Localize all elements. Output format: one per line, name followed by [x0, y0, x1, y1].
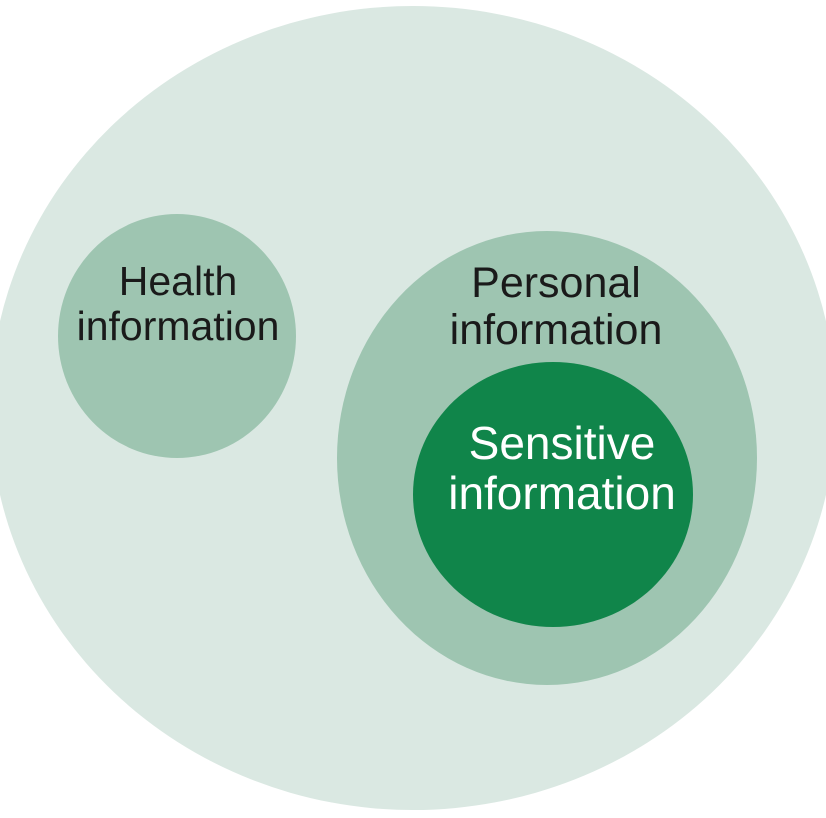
sensitive-label-line2: information — [448, 467, 676, 519]
personal-information-label: Personal information — [450, 260, 663, 354]
health-information-circle — [58, 214, 296, 458]
personal-label-line1: Personal — [471, 259, 641, 307]
sensitive-label-line1: Sensitive — [468, 417, 656, 469]
health-label-line1: Health — [118, 258, 238, 304]
sensitive-information-circle — [413, 362, 693, 627]
health-information-label: Health information — [77, 259, 280, 349]
sensitive-information-label: Sensitive information — [448, 418, 676, 518]
personal-label-line2: information — [449, 306, 663, 354]
health-label-line2: information — [76, 303, 280, 349]
